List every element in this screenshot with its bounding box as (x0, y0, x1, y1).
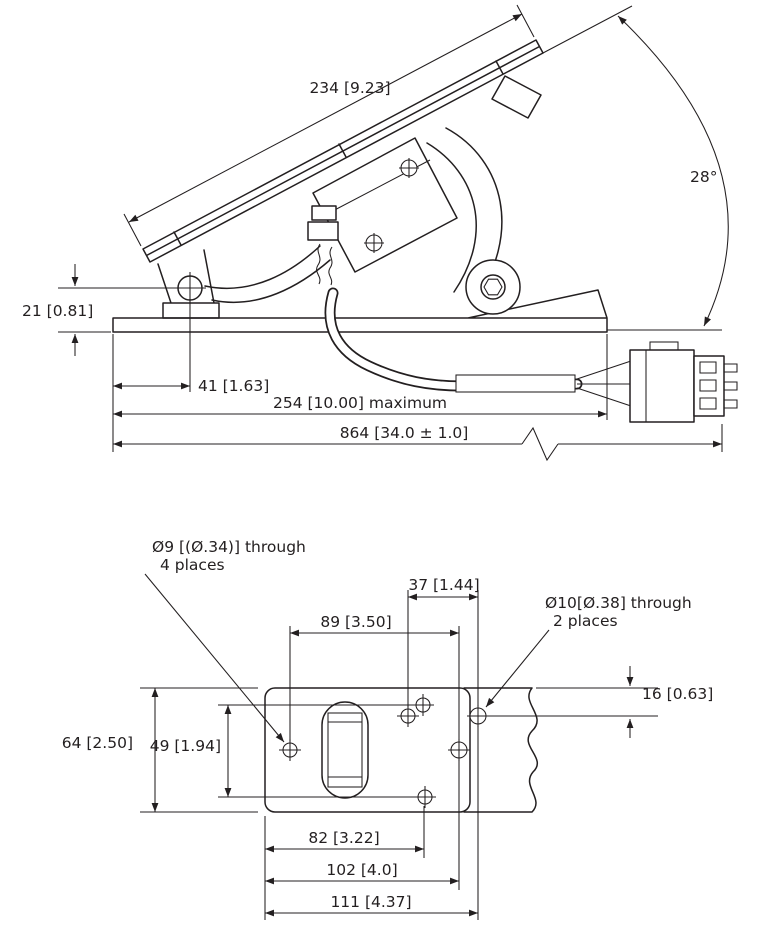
connector-pins (723, 363, 738, 409)
dim-label-49: 49 [1.94] (150, 737, 221, 755)
plan-view-drawing: 37 [1.44] 89 [3.50] 16 [0.63] 64 [2.50] … (62, 538, 713, 920)
hole-o10-crosshairs (448, 705, 489, 761)
cable-core (326, 289, 581, 390)
connector-body (629, 349, 695, 423)
leader-line (144, 573, 285, 743)
extension-lines (407, 590, 479, 707)
dim-16: 16 [0.63] (488, 666, 713, 738)
leader-line (485, 629, 550, 708)
dim-111: 111 [4.37] (264, 726, 479, 920)
holes-small (279, 694, 436, 808)
dim-64: 64 [2.50] (62, 687, 258, 813)
base-plate (112, 289, 608, 333)
extension-lines (218, 704, 416, 798)
cable-ferrule (455, 374, 576, 393)
dim-label-64: 64 [2.50] (62, 734, 133, 752)
dim-pedal-angle: 28° (542, 5, 729, 331)
dim-82: 82 [3.22] (264, 806, 425, 858)
dim-label-angle: 28° (690, 168, 717, 186)
heel-bracket (157, 249, 220, 319)
dim-label-height: 21 [0.81] (22, 302, 93, 320)
roller-hex-nut (483, 278, 503, 296)
side-view-drawing: 234 [9.23] 28° 21 [0.81] 41 [1.63] 254 [… (22, 4, 738, 462)
extension-lines (123, 4, 535, 247)
dim-37: 37 [1.44] (407, 576, 480, 707)
cable-outline (324, 287, 583, 392)
callout-small-holes: Ø9 [(Ø.34)] through 4 places (144, 538, 306, 743)
dim-harness-length: 864 [34.0 ± 1.0] (113, 424, 723, 462)
dim-pivot-offset: 41 [1.63] (112, 300, 269, 452)
break-symbol (521, 426, 559, 462)
callout-large-holes: Ø10[Ø.38] through 2 places (485, 594, 692, 708)
slot-inner (327, 712, 363, 788)
callout-large-holes-line2: 2 places (553, 612, 618, 630)
dim-89: 89 [3.50] (289, 613, 460, 741)
floor-edges (463, 687, 539, 813)
pivot-crosshair (174, 272, 206, 304)
sensor-body (312, 137, 458, 273)
callout-small-holes-line2: 4 places (160, 556, 225, 574)
dim-label-102: 102 [4.0] (326, 861, 397, 879)
hole-o9-crosshairs (279, 694, 436, 808)
dim-label-82: 82 [3.22] (308, 829, 379, 847)
harness-wires (576, 360, 632, 407)
dim-49: 49 [1.94] (150, 704, 416, 798)
callout-small-holes-line1: Ø9 [(Ø.34)] through (152, 538, 306, 556)
dim-label-89: 89 [3.50] (320, 613, 391, 631)
dim-overall-length: 254 [10.00] maximum (113, 334, 608, 420)
callout-large-holes-line1: Ø10[Ø.38] through (545, 594, 692, 612)
dim-label-37: 37 [1.44] (408, 576, 479, 594)
sensor-connector-blocks (307, 205, 339, 241)
dim-pedal-length: 234 [9.23] (123, 4, 535, 247)
extension-lines (289, 626, 460, 741)
slot-ribs (328, 721, 362, 778)
mounting-slot (321, 701, 369, 799)
slot-outer (321, 701, 369, 799)
angle-arc (617, 15, 729, 327)
extension-lines (488, 687, 658, 717)
dim-label-pivot-offset: 41 [1.63] (198, 377, 269, 395)
extension-lines (140, 687, 258, 813)
connector-pin-slots (699, 361, 717, 410)
dimension-line (128, 13, 523, 223)
dim-label-harness-length: 864 [34.0 ± 1.0] (340, 424, 469, 442)
connector-pin-block (693, 355, 725, 417)
reference-lines (58, 287, 176, 333)
dim-label-16: 16 [0.63] (642, 685, 713, 703)
sensor-wires (316, 243, 333, 286)
holes-large (448, 705, 489, 761)
connector (629, 341, 738, 423)
dim-label-overall-length: 254 [10.00] maximum (273, 394, 447, 412)
dim-pedal-height: 21 [0.81] (22, 264, 176, 356)
angle-extension-lines (542, 5, 722, 331)
dim-label-111: 111 [4.37] (330, 893, 411, 911)
pedal-end-tab (491, 75, 542, 119)
extension-lines (112, 300, 191, 452)
dim-102: 102 [4.0] (264, 760, 460, 890)
dim-label-pedal-length: 234 [9.23] (309, 79, 390, 97)
